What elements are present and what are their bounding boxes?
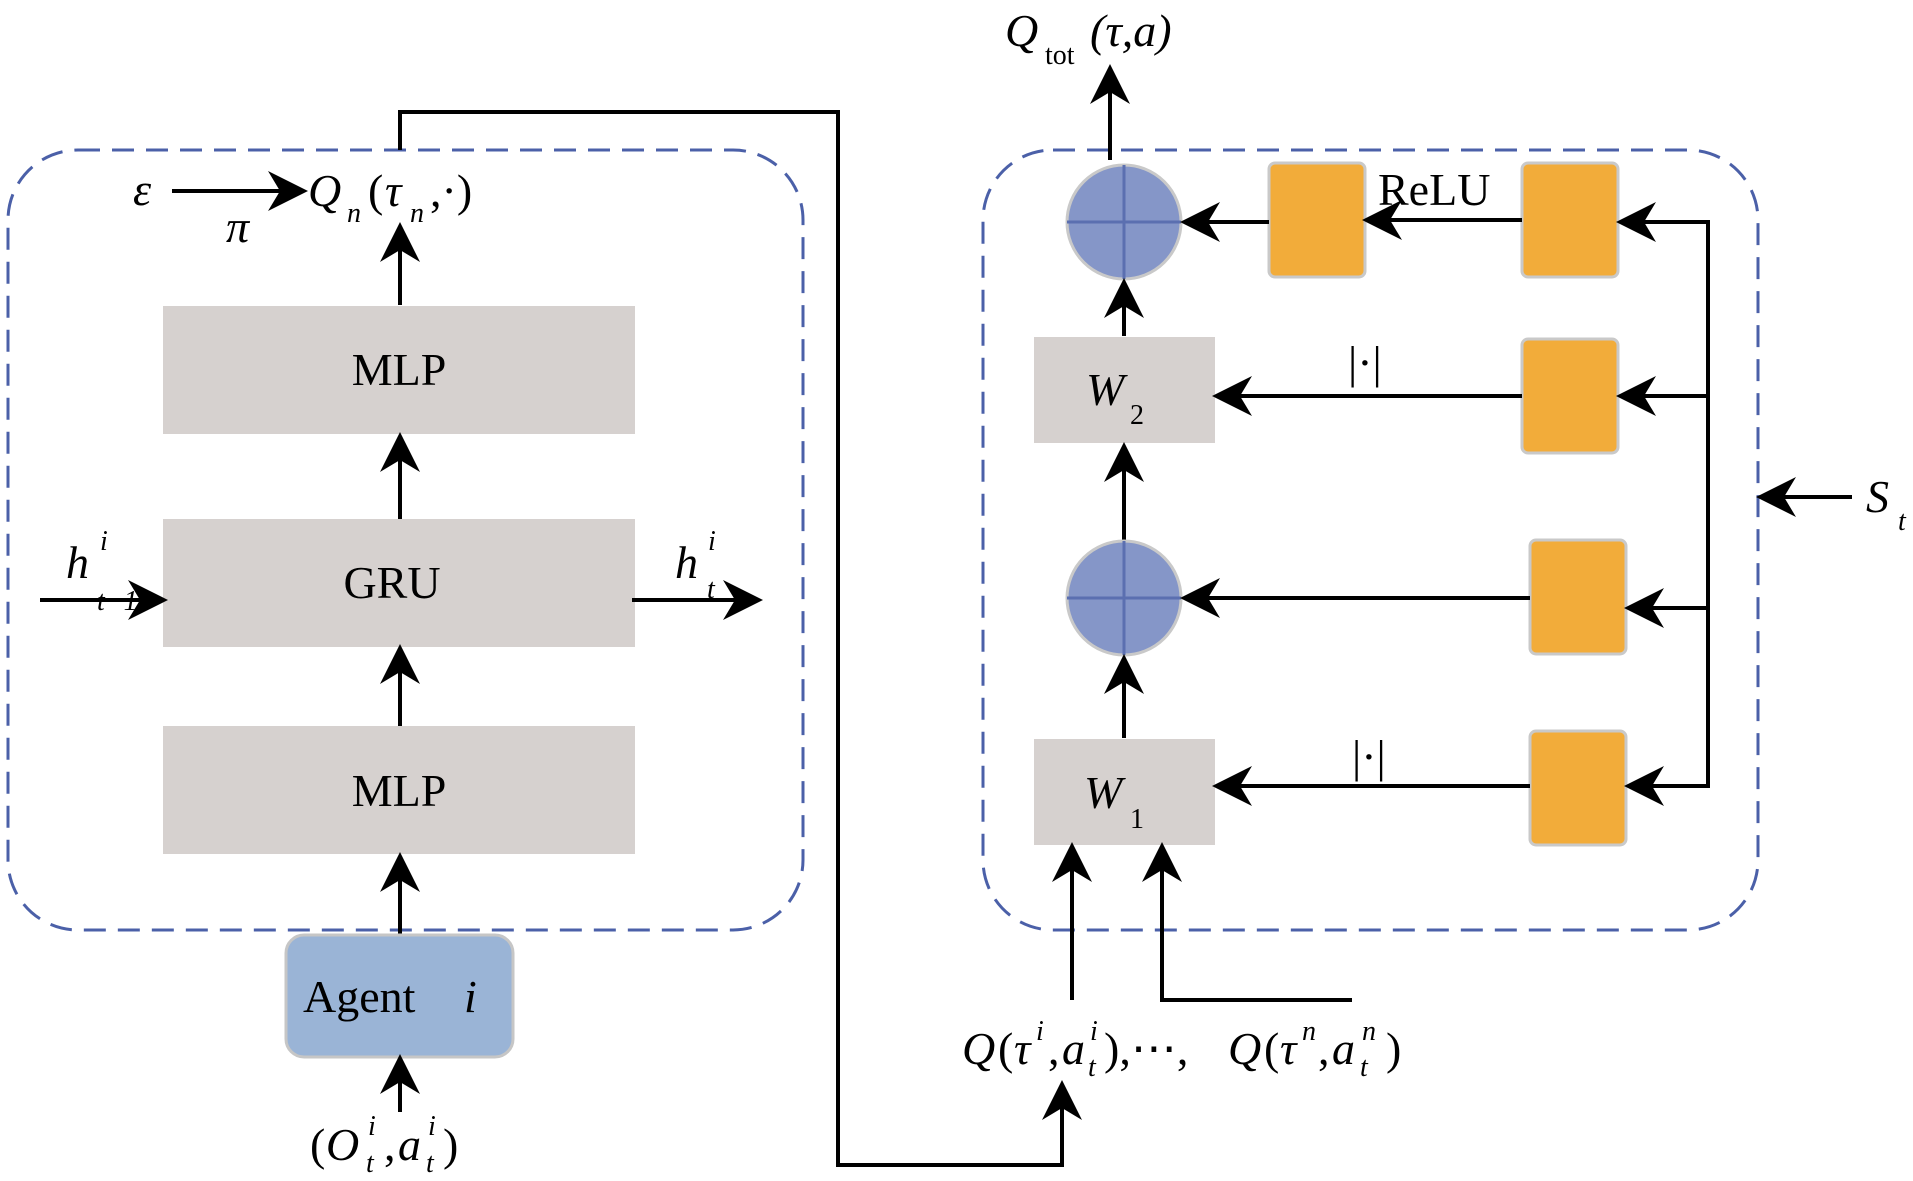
- abs-label-top: |·|: [1348, 337, 1382, 388]
- svg-text:τ: τ: [1014, 1023, 1032, 1074]
- svg-text:a: a: [398, 1119, 421, 1170]
- state-label: S t: [1866, 471, 1907, 537]
- svg-text:n: n: [1302, 1016, 1316, 1047]
- svg-text:i: i: [464, 971, 477, 1022]
- bias-hidden-block: [1267, 161, 1367, 279]
- svg-text:(: (: [1264, 1023, 1279, 1074]
- svg-text:i: i: [1036, 1016, 1044, 1047]
- middle-sum-node: [1065, 539, 1183, 657]
- mlp-bottom-label: MLP: [352, 765, 447, 816]
- pi-label: π: [226, 201, 251, 252]
- bias-input-block: [1520, 161, 1620, 279]
- svg-text:Q: Q: [308, 165, 341, 216]
- agent-to-mixer-connector: [398, 110, 1082, 1167]
- svg-text:O: O: [326, 1119, 359, 1170]
- svg-text:2: 2: [1130, 400, 1144, 431]
- svg-text:S: S: [1866, 471, 1889, 522]
- svg-text:,: ,: [1048, 1023, 1060, 1074]
- svg-text:1: 1: [1130, 804, 1144, 835]
- agent-input-label: ( O i t , a i t ): [310, 1111, 458, 1179]
- mlp-top-block: [163, 306, 635, 434]
- h-out-label: h i t: [675, 526, 716, 605]
- svg-text:tot: tot: [1045, 40, 1075, 71]
- svg-text:): ): [443, 1119, 458, 1170]
- svg-text:h: h: [675, 537, 698, 588]
- agent-network-dashed-frame: [6, 148, 805, 932]
- svg-text:t−1: t−1: [97, 586, 138, 617]
- state-to-w1-input-arrow: [1142, 842, 1352, 1002]
- svg-text:W: W: [1084, 767, 1126, 818]
- w1-hyper-block: [1528, 729, 1628, 847]
- svg-text:),⋯,: ),⋯,: [1104, 1023, 1188, 1074]
- epsilon-label: ε: [133, 164, 152, 215]
- svg-text:,·): ,·): [430, 165, 472, 216]
- svg-text:i: i: [428, 1111, 436, 1142]
- svg-text:t: t: [1898, 506, 1907, 537]
- svg-text:Q: Q: [1228, 1023, 1261, 1074]
- mixing-network-dashed-frame: [981, 148, 1760, 932]
- svg-text:i: i: [1090, 1016, 1098, 1047]
- svg-text:t: t: [1088, 1052, 1097, 1083]
- agent-label: Agent i: [303, 971, 477, 1022]
- svg-text:t: t: [426, 1148, 435, 1179]
- abs-label-bottom: |·|: [1352, 731, 1386, 782]
- svg-text:(τ,a): (τ,a): [1090, 5, 1172, 56]
- svg-text:t: t: [1360, 1052, 1369, 1083]
- svg-text:n: n: [347, 198, 361, 229]
- q-n-output-label: Q n ( τ n ,·): [308, 165, 472, 229]
- svg-text:Q: Q: [962, 1023, 995, 1074]
- w1-block: [1034, 739, 1215, 845]
- svg-text:): ): [1386, 1023, 1401, 1074]
- mlp-top-label: MLP: [352, 344, 447, 395]
- svg-text:i: i: [100, 526, 108, 557]
- bias-first-block: [1528, 538, 1628, 656]
- svg-text:a: a: [1332, 1023, 1355, 1074]
- svg-text:(: (: [998, 1023, 1013, 1074]
- svg-text:Q: Q: [1005, 5, 1038, 56]
- w1-label: W 1: [1084, 767, 1144, 835]
- h-in-label: h i t−1: [66, 526, 138, 617]
- relu-label: ReLU: [1378, 164, 1490, 215]
- svg-text:Agent: Agent: [303, 971, 416, 1022]
- svg-text:,: ,: [1318, 1023, 1330, 1074]
- svg-text:n: n: [1362, 1016, 1376, 1047]
- top-sum-node: [1065, 163, 1183, 281]
- w2-block: [1034, 337, 1215, 443]
- svg-text:,: ,: [384, 1119, 396, 1170]
- svg-text:(: (: [310, 1119, 325, 1170]
- svg-text:τ: τ: [1280, 1023, 1298, 1074]
- svg-text:i: i: [708, 526, 716, 557]
- svg-text:τ: τ: [385, 165, 403, 216]
- gru-block: [163, 519, 635, 647]
- svg-text:n: n: [410, 198, 424, 229]
- mlp-bottom-block: [163, 726, 635, 854]
- gru-label: GRU: [343, 557, 440, 608]
- q-values-label: Q ( τ i , a i t ),⋯, Q ( τ n , a n t ): [962, 1016, 1401, 1083]
- svg-text:a: a: [1062, 1023, 1085, 1074]
- svg-text:W: W: [1086, 364, 1128, 415]
- w2-label: W 2: [1086, 364, 1144, 431]
- svg-text:(: (: [368, 165, 383, 216]
- svg-text:i: i: [368, 1111, 376, 1142]
- w2-hyper-block: [1520, 337, 1620, 455]
- svg-text:h: h: [66, 537, 89, 588]
- q-tot-label: Q tot (τ,a): [1005, 5, 1172, 71]
- svg-text:t: t: [707, 574, 716, 605]
- svg-text:t: t: [366, 1148, 375, 1179]
